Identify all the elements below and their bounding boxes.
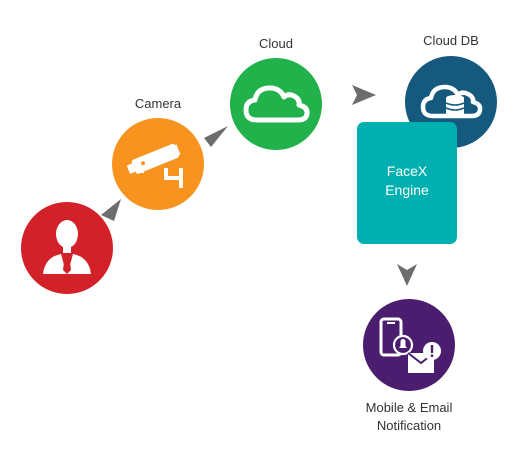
engine-line-2: Engine	[385, 182, 429, 198]
businessman-icon	[43, 220, 91, 274]
camera-label: Camera	[134, 96, 182, 111]
cloud-label: Cloud	[259, 36, 293, 51]
phone-email-alert-icon	[379, 317, 441, 373]
facex-engine-label: FaceX Engine	[357, 162, 457, 200]
facex-engine-box: FaceX Engine	[357, 122, 457, 244]
camera-node	[112, 118, 204, 210]
notification-node	[363, 299, 455, 391]
cloud-node	[230, 58, 322, 150]
notification-label: Mobile & Email Notification	[334, 399, 484, 435]
cloud-database-icon	[420, 84, 483, 119]
cloud-db-label: Cloud DB	[423, 33, 479, 48]
engine-line-1: FaceX	[386, 163, 428, 179]
notification-line-1: Mobile & Email	[365, 400, 453, 415]
cloud-icon	[243, 85, 310, 123]
person-node	[21, 202, 113, 294]
notification-line-2: Notification	[376, 418, 442, 433]
security-camera-icon	[126, 143, 183, 188]
